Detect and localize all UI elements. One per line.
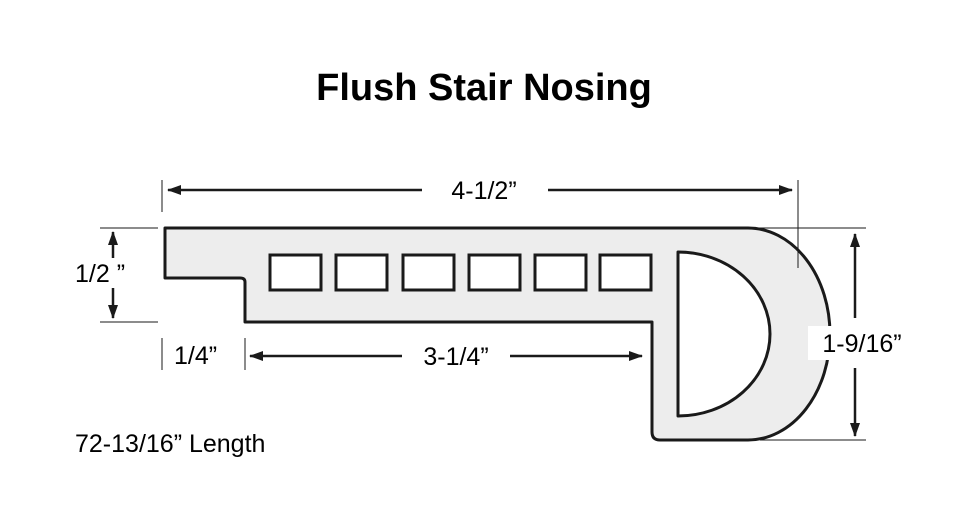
- hollow-cell: [467, 253, 522, 292]
- hollow-cells: [268, 253, 653, 292]
- lip-height-label: 1/2 ”: [75, 260, 125, 288]
- diagram-title: Flush Stair Nosing: [316, 67, 652, 109]
- nose-hollow: [676, 250, 772, 418]
- hollow-cell: [268, 253, 323, 292]
- overall-width-label: 4-1/2”: [451, 177, 516, 205]
- lip-height-label-bg: [74, 258, 158, 288]
- hollow-cell: [334, 253, 389, 292]
- hollow-cell: [533, 253, 588, 292]
- step-width-label: 1/4”: [174, 342, 217, 370]
- nosing-profile: [163, 226, 832, 442]
- extension-lines: [100, 180, 866, 441]
- length-note: 72-13/16” Length: [75, 430, 265, 458]
- total-height-label-bg: [808, 326, 920, 360]
- total-height-label: 1-9/16”: [822, 330, 901, 358]
- hollow-cell: [598, 253, 653, 292]
- hollow-cell: [401, 253, 456, 292]
- bottom-width-label: 3-1/4”: [423, 343, 488, 371]
